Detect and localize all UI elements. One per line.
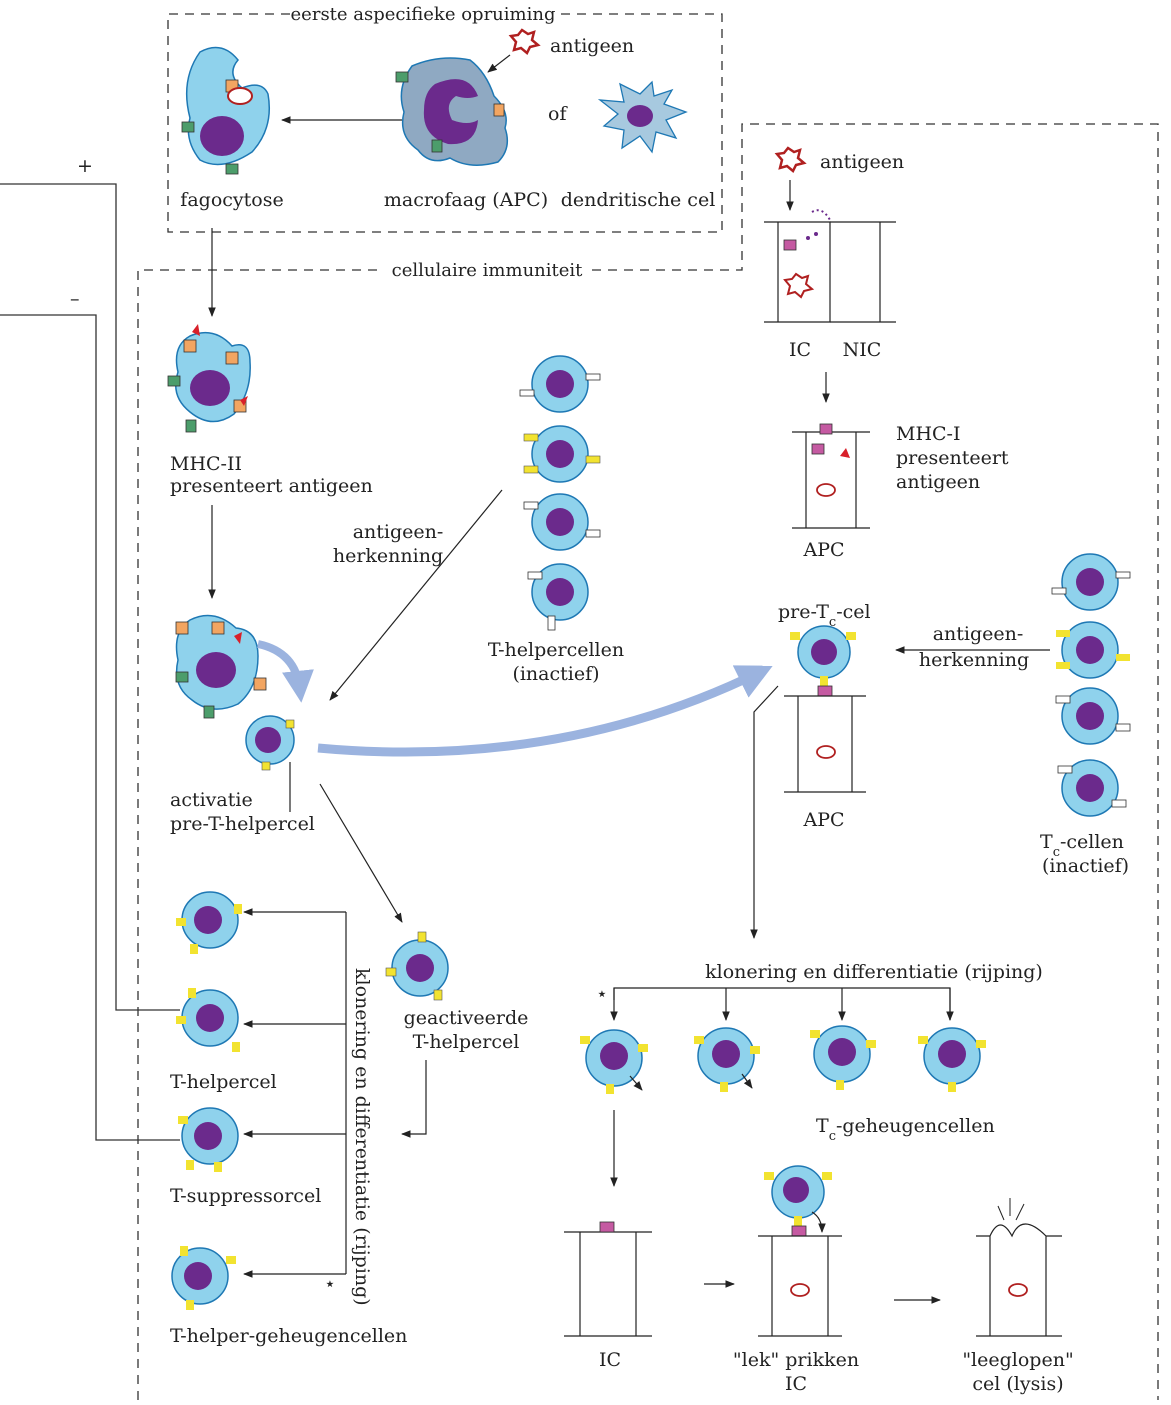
nic-label: NIC — [843, 339, 882, 361]
activated-t-helper-cell — [385, 931, 449, 1001]
ic-nic-cells — [764, 209, 896, 323]
activation-label-line1: activatie — [170, 789, 253, 811]
antigen-label-top: antigeen — [550, 35, 634, 57]
dendritic-cell — [597, 80, 688, 154]
recognition-label-left-line1: antigeen- — [353, 521, 444, 543]
activation-cluster — [175, 614, 314, 771]
t-helper-memory-cell — [171, 1246, 236, 1310]
macrophage-cell — [395, 57, 509, 166]
feedback-plus-line: + — [0, 155, 180, 1011]
lysis-label-line1: "leeglopen" — [962, 1349, 1073, 1371]
t-suppressor-label: T-suppressorcel — [170, 1185, 321, 1207]
antigen-icon-right — [774, 146, 807, 173]
apc-label-middle: APC — [802, 809, 844, 831]
activation-to-tc-arrow — [317, 665, 773, 757]
mhc1-label-line1: MHC-I — [896, 423, 961, 445]
t-helper-cell-top — [176, 891, 242, 954]
activation-label-line2: pre-T-helpercel — [170, 813, 315, 835]
t-helper-memory-label: T-helper-geheugencellen — [170, 1325, 407, 1347]
ic-label-top: IC — [789, 339, 811, 361]
dendritic-label: dendritische cel — [561, 189, 716, 211]
t-helper-label: T-helpercel — [170, 1071, 277, 1093]
pre-tc-cell — [784, 625, 866, 793]
macrophage-label: macrofaag (APC) — [384, 189, 548, 211]
phagocytosing-cell — [181, 46, 271, 175]
mhc1-label-line3: antigeen — [896, 471, 980, 493]
pre-tc-label: pre-Tc-cel — [778, 601, 871, 630]
lysis-label-line2: cel (lysis) — [972, 1373, 1063, 1395]
antigen-label-right: antigeen — [820, 151, 904, 173]
minus-sign: – — [70, 288, 80, 310]
nonspecific-frame-title: eerste aspecifieke opruiming — [291, 4, 556, 25]
nonspecific-frame — [167, 13, 723, 233]
recognition-label-left-line2: herkenning — [333, 545, 443, 567]
t-helper-inactive-cells — [519, 355, 601, 631]
mhc1-label-line2: presenteert — [896, 447, 1009, 469]
apc-mhc1-cell — [792, 423, 870, 529]
phagocytosis-label: fagocytose — [180, 189, 283, 211]
activated-t-helper-line1: geactiveerde — [404, 1007, 529, 1029]
tc-killing-cell — [758, 1165, 842, 1337]
tc-clone-cells — [580, 1025, 986, 1094]
tc-inactive-cells — [1051, 553, 1131, 817]
mhc2-label-line1: MHC-II — [170, 453, 242, 475]
tc-inactive-label-line1: Tc-cellen — [1040, 831, 1124, 860]
left-cloning-label: klonering en differentiatie (rijping) — [351, 968, 373, 1306]
tc-inactive-label-line2: (inactief) — [1042, 855, 1129, 877]
left-star: ⋆ — [324, 1273, 336, 1295]
t-helper-inactive-line1: T-helpercellen — [488, 639, 624, 661]
mhc2-label-line2: presenteert antigeen — [170, 475, 373, 497]
antigen-icon — [508, 28, 541, 55]
activated-t-helper-line2: T-helpercel — [413, 1031, 520, 1053]
t-suppressor-cell — [178, 1107, 239, 1172]
right-cloning-label: klonering en differentiatie (rijping) — [705, 961, 1043, 983]
t-helper-cell — [176, 988, 240, 1052]
leak-label-line2: IC — [785, 1373, 807, 1395]
leak-label-line1: "lek" prikken — [733, 1349, 859, 1371]
lysed-cell — [976, 1198, 1062, 1337]
apc-label-top: APC — [802, 539, 844, 561]
recognition-label-right-line1: antigeen- — [933, 623, 1024, 645]
or-label: of — [548, 103, 568, 125]
plus-sign: + — [77, 155, 93, 177]
cellular-frame — [137, 123, 1159, 1400]
infected-cell-ic — [564, 1221, 652, 1337]
ic-label-bottom: IC — [599, 1349, 621, 1371]
recognition-label-right-line2: herkenning — [919, 649, 1029, 671]
feedback-minus-line: – — [0, 288, 180, 1141]
mhc2-presenting-cell — [167, 324, 251, 433]
cellular-frame-title: cellulaire immuniteit — [392, 260, 584, 281]
right-star: ⋆ — [596, 983, 608, 1005]
tc-memory-label: Tc-geheugencellen — [816, 1115, 995, 1144]
t-helper-inactive-line2: (inactief) — [512, 663, 599, 685]
